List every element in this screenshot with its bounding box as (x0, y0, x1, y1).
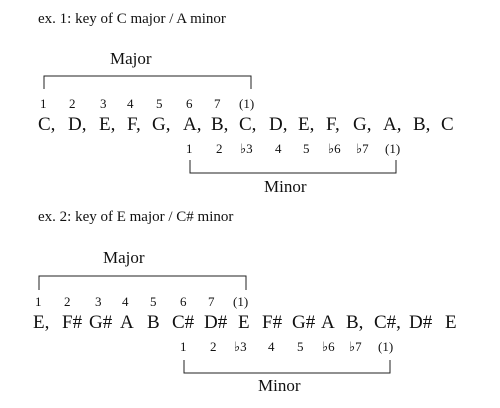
ex1-note: B, (211, 114, 229, 135)
ex2-major-degree: 7 (208, 294, 215, 309)
ex1-note: B, (413, 114, 431, 135)
ex1-note: C, (239, 114, 257, 135)
example-1-major-label: Major (110, 49, 152, 68)
ex2-major-degree: 5 (150, 294, 157, 309)
ex1-note: G, (152, 114, 171, 135)
ex2-major-degree: (1) (233, 294, 249, 309)
ex2-note: F# (62, 312, 83, 333)
ex1-note: C, (38, 114, 56, 135)
ex2-minor-degree: 2 (210, 339, 217, 354)
ex1-major-degree: 3 (100, 96, 107, 111)
example-1-minor-label: Minor (264, 177, 307, 196)
ex1-minor-degree: ♭3 (240, 141, 253, 156)
ex1-note: G, (353, 114, 372, 135)
major-bracket-2 (38, 275, 247, 290)
ex2-major-degree: 2 (64, 294, 71, 309)
ex2-note: G# (89, 312, 113, 333)
ex1-major-degree: 6 (186, 96, 193, 111)
example-1-caption: ex. 1: key of C major / A minor (38, 11, 226, 27)
ex2-note: G# (292, 312, 316, 333)
ex2-minor-degree: ♭6 (322, 339, 335, 354)
ex2-note: F# (262, 312, 283, 333)
ex2-note: E (238, 312, 250, 333)
ex1-major-degree: 5 (156, 96, 163, 111)
ex2-major-degree: 6 (180, 294, 187, 309)
ex1-note: D, (68, 114, 87, 135)
minor-bracket-1 (189, 160, 397, 174)
ex2-minor-degree: (1) (378, 339, 394, 354)
ex1-note: E, (99, 114, 116, 135)
ex2-note: C# (172, 312, 195, 333)
ex1-major-degree: (1) (239, 96, 255, 111)
ex2-minor-degree: 1 (180, 339, 187, 354)
example-2-major-label: Major (103, 248, 145, 267)
ex1-note: A, (183, 114, 202, 135)
ex1-note: F, (326, 114, 340, 135)
ex2-minor-degree: 5 (297, 339, 304, 354)
ex2-note: A (120, 312, 134, 333)
ex2-note: E (445, 312, 457, 333)
ex1-note: E, (298, 114, 315, 135)
ex2-note: C#, (374, 312, 401, 333)
ex2-major-degree: 1 (35, 294, 42, 309)
ex1-minor-degree: 4 (275, 141, 282, 156)
minor-bracket-2 (183, 360, 391, 374)
ex1-note: C (441, 114, 454, 135)
ex1-minor-degree: 1 (186, 141, 193, 156)
ex1-note: D, (269, 114, 288, 135)
ex1-minor-degree: (1) (385, 141, 401, 156)
ex2-minor-degree: 4 (268, 339, 275, 354)
ex1-minor-degree: 2 (216, 141, 223, 156)
ex2-note: D# (409, 312, 433, 333)
ex1-minor-degree: 5 (303, 141, 310, 156)
ex1-note: F, (127, 114, 141, 135)
ex2-note: A (321, 312, 335, 333)
ex2-note: D# (204, 312, 228, 333)
ex2-note: E, (33, 312, 50, 333)
ex1-major-degree: 1 (40, 96, 47, 111)
ex2-major-degree: 4 (122, 294, 129, 309)
ex2-note: B (147, 312, 160, 333)
ex2-note: B, (346, 312, 364, 333)
ex2-minor-degree: ♭3 (234, 339, 247, 354)
ex1-note: A, (383, 114, 402, 135)
example-2-caption: ex. 2: key of E major / C# minor (38, 209, 234, 225)
example-2-minor-label: Minor (258, 376, 301, 395)
ex1-minor-degree: ♭6 (328, 141, 341, 156)
ex2-major-degree: 3 (95, 294, 102, 309)
major-bracket-1 (43, 75, 252, 89)
ex2-minor-degree: ♭7 (349, 339, 362, 354)
ex1-major-degree: 4 (127, 96, 134, 111)
ex1-major-degree: 2 (69, 96, 76, 111)
ex1-minor-degree: ♭7 (356, 141, 369, 156)
ex1-major-degree: 7 (214, 96, 221, 111)
